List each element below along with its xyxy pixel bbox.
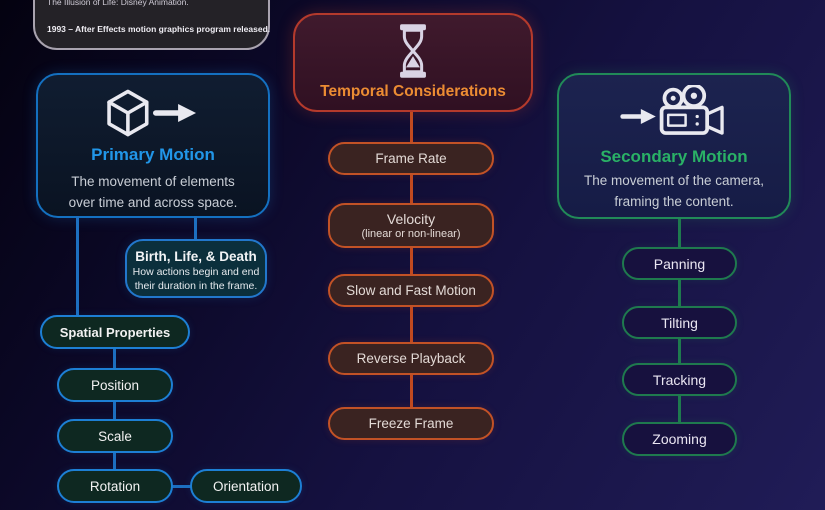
connector-line: [113, 347, 116, 369]
node-slow-fast-motion: Slow and Fast Motion: [328, 274, 494, 307]
temporal-considerations-title: Temporal Considerations: [320, 83, 506, 100]
connector-line: [113, 400, 116, 420]
temporal-considerations-card: Temporal Considerations: [293, 13, 533, 112]
node-panning: Panning: [622, 247, 737, 280]
node-tracking: Tracking: [622, 363, 737, 396]
node-freeze-frame: Freeze Frame: [328, 407, 494, 440]
movie-camera-icon: [615, 85, 733, 143]
birth-life-death-description: How actions begin and end their duration…: [132, 266, 260, 292]
primary-motion-title: Primary Motion: [91, 145, 215, 164]
connector-line: [76, 216, 79, 316]
connector-line: [172, 485, 191, 488]
connector-line: [194, 216, 197, 240]
node-orientation: Orientation: [190, 469, 302, 503]
connector-line: [678, 338, 681, 364]
connector-line: [410, 112, 413, 143]
connector-line: [410, 306, 413, 343]
birth-life-death-node: Birth, Life, & Death How actions begin a…: [125, 239, 267, 298]
secondary-motion-card: Secondary Motion The movement of the cam…: [557, 73, 791, 219]
secondary-motion-description: The movement of the camera, framing the …: [583, 173, 765, 209]
connector-line: [410, 175, 413, 203]
node-reverse-playback: Reverse Playback: [328, 342, 494, 375]
node-position: Position: [57, 368, 173, 402]
connector-line: [678, 395, 681, 424]
cube-arrow-icon: [103, 87, 203, 139]
connector-line: [678, 279, 681, 307]
node-spatial-properties: Spatial Properties: [40, 315, 190, 349]
node-tilting: Tilting: [622, 306, 737, 339]
timeline-entry-2: 1993 – After Effects motion graphics pro…: [47, 24, 271, 34]
birth-life-death-title: Birth, Life, & Death: [135, 249, 257, 264]
node-frame-rate: Frame Rate: [328, 142, 494, 175]
hourglass-icon: [394, 23, 432, 79]
node-rotation: Rotation: [57, 469, 173, 503]
connector-line: [410, 247, 413, 274]
primary-motion-card: Primary Motion The movement of elements …: [36, 73, 270, 218]
secondary-motion-title: Secondary Motion: [600, 147, 748, 166]
timeline-entry-1: The Illusion of Life: Disney Animation.: [47, 0, 189, 7]
node-zooming: Zooming: [622, 422, 737, 456]
primary-motion-description: The movement of elements over time and a…: [68, 174, 238, 210]
timeline-box: The Illusion of Life: Disney Animation. …: [33, 0, 270, 50]
connector-line: [410, 375, 413, 407]
node-scale: Scale: [57, 419, 173, 453]
node-velocity: Velocity (linear or non-linear): [328, 203, 494, 248]
connector-line: [678, 219, 681, 248]
connector-line: [113, 451, 116, 470]
